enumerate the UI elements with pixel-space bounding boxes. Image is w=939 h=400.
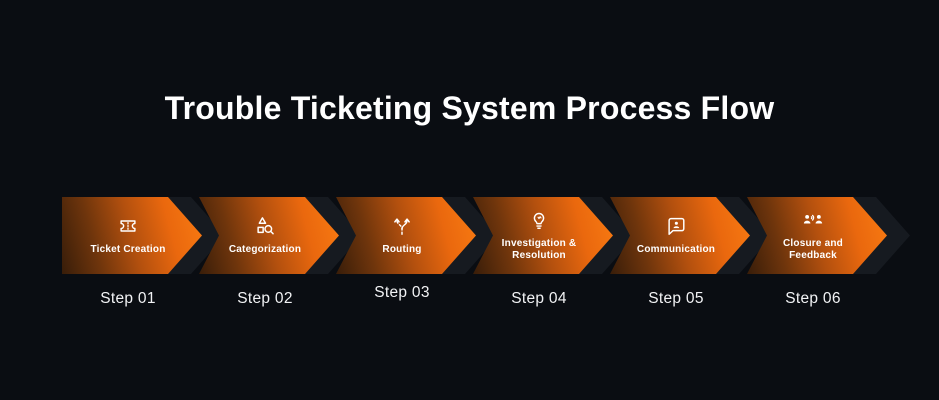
page-title: Trouble Ticketing System Process Flow	[164, 90, 775, 126]
arrow-shape	[747, 197, 887, 274]
split-arrows-icon	[391, 215, 413, 237]
people-feedback-icon	[802, 209, 824, 231]
step-number: Step 05	[648, 290, 704, 307]
ticket-icon	[117, 215, 139, 237]
chat-person-icon	[665, 215, 687, 237]
step-label: Routing	[382, 244, 422, 255]
step-number: Step 02	[237, 290, 293, 307]
step-label: Communication	[636, 244, 716, 255]
step-number: Step 01	[100, 290, 156, 307]
step-label: Categorization	[228, 244, 302, 255]
step-label: Ticket Creation	[90, 244, 166, 255]
process-step-closure-feedback: Closure and Feedback Step 06	[747, 197, 913, 317]
step-label: Closure and Feedback	[783, 238, 843, 261]
process-step-categorization: Categorization Step 02	[199, 197, 365, 317]
process-step-investigation-resolution: Investigation & Resolution Step 04	[473, 197, 639, 317]
arrow-shape	[62, 197, 202, 274]
step-label: Investigation & Resolution	[501, 238, 577, 261]
lightbulb-icon	[528, 209, 550, 231]
shapes-search-icon	[254, 215, 276, 237]
arrow-shape	[473, 197, 613, 274]
step-number: Step 03	[374, 284, 430, 301]
step-number: Step 04	[511, 290, 567, 307]
arrow-shape	[610, 197, 750, 274]
process-step-routing: Routing Step 03	[336, 197, 502, 317]
arrow-shape	[336, 197, 476, 274]
process-step-ticket-creation: Ticket Creation Step 01	[62, 197, 228, 317]
arrow-shape	[199, 197, 339, 274]
process-step-communication: Communication Step 05	[610, 197, 776, 317]
step-number: Step 06	[785, 290, 841, 307]
